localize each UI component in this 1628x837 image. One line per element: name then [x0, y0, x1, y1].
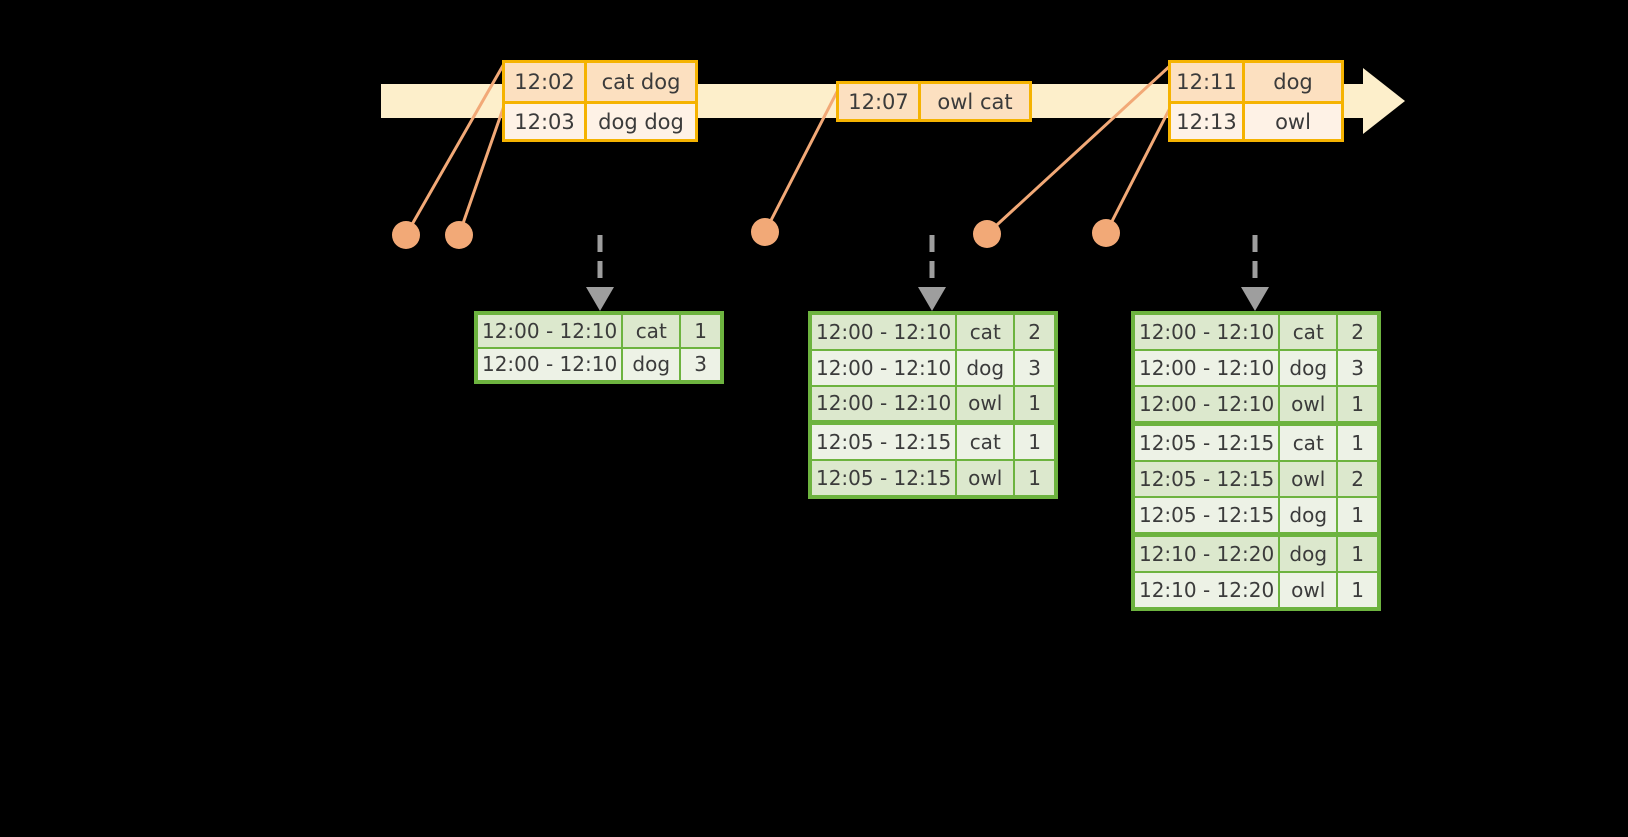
cell-window: 12:00 - 12:10	[812, 386, 956, 421]
cell-count: 2	[1338, 315, 1377, 349]
event-dot-5	[1092, 219, 1120, 247]
cell-count: 1	[1338, 573, 1377, 607]
cell-window: 12:00 - 12:10	[812, 315, 956, 349]
table-row[interactable]: 12:00 - 12:10 cat 2	[1135, 315, 1377, 349]
table-row[interactable]: 12:05 - 12:15 cat 1	[1135, 426, 1377, 460]
cell-window: 12:05 - 12:15	[812, 425, 956, 460]
event-row[interactable]: 12:07 owl cat	[839, 84, 1029, 119]
cell-count: 2	[1338, 462, 1377, 496]
cell-window: 12:05 - 12:15	[1135, 426, 1279, 460]
event-row[interactable]: 12:02 cat dog	[505, 63, 695, 101]
table-row[interactable]: 12:10 - 12:20 dog 1	[1135, 537, 1377, 571]
cell-key: owl	[1280, 462, 1337, 496]
cell-key: cat	[623, 315, 680, 347]
cell-key: dog	[1280, 537, 1337, 571]
cell-window: 12:00 - 12:10	[812, 350, 956, 385]
cell-count: 1	[1338, 498, 1377, 532]
event-words: cat dog	[601, 70, 681, 94]
table-row[interactable]: 12:00 - 12:10 cat 1	[478, 315, 720, 347]
cell-count: 1	[1015, 425, 1054, 460]
cell-count: 3	[681, 348, 720, 380]
event-row[interactable]: 12:13 owl	[1171, 101, 1341, 139]
cell-count: 3	[1338, 351, 1377, 385]
cell-window: 12:05 - 12:15	[1135, 462, 1279, 496]
cell-count: 2	[1015, 315, 1054, 349]
event-time: 12:11	[1171, 63, 1245, 101]
event-dot-2	[445, 221, 473, 249]
table-row[interactable]: 12:10 - 12:20 owl 1	[1135, 573, 1377, 607]
cell-count: 1	[1015, 386, 1054, 421]
event-words: dog	[1273, 70, 1313, 94]
event-row[interactable]: 12:11 dog	[1171, 63, 1341, 101]
cell-window: 12:10 - 12:20	[1135, 573, 1279, 607]
cell-count: 1	[1338, 426, 1377, 460]
cell-window: 12:00 - 12:10	[1135, 351, 1279, 385]
event-time: 12:03	[505, 104, 587, 139]
result-table-2[interactable]: 12:00 - 12:10 cat 2 12:00 - 12:10 dog 3 …	[808, 311, 1058, 499]
cell-key: owl	[957, 386, 1014, 421]
table-row[interactable]: 12:00 - 12:10 cat 2	[812, 315, 1054, 349]
cell-window: 12:05 - 12:15	[1135, 498, 1279, 532]
emit-arrows	[586, 235, 1269, 311]
event-words: dog dog	[598, 109, 684, 134]
cell-key: cat	[1280, 315, 1337, 349]
cell-key: owl	[1280, 573, 1337, 607]
cell-count: 1	[1015, 461, 1054, 495]
cell-key: cat	[957, 315, 1014, 349]
table-row[interactable]: 12:05 - 12:15 cat 1	[812, 425, 1054, 460]
event-dot-3	[751, 218, 779, 246]
emit-arrow-1	[586, 235, 614, 311]
event-time: 12:07	[839, 84, 921, 119]
event-time: 12:02	[505, 63, 587, 101]
cell-key: dog	[1280, 498, 1337, 532]
cell-key: cat	[957, 425, 1014, 460]
cell-window: 12:00 - 12:10	[478, 348, 622, 380]
cell-key: cat	[1280, 426, 1337, 460]
cell-key: dog	[957, 350, 1014, 385]
table-row[interactable]: 12:00 - 12:10 dog 3	[478, 348, 720, 380]
cell-count: 1	[1338, 537, 1377, 571]
event-words: owl	[1275, 109, 1311, 134]
cell-count: 3	[1015, 350, 1054, 385]
table-row[interactable]: 12:00 - 12:10 dog 3	[1135, 351, 1377, 385]
cell-window: 12:00 - 12:10	[1135, 315, 1279, 349]
connector-line-1	[404, 61, 507, 236]
event-dot-1	[392, 221, 420, 249]
connector-line-5	[1104, 103, 1174, 234]
connector-line-3	[763, 85, 842, 233]
event-group-2[interactable]: 12:07 owl cat	[836, 81, 1032, 122]
cell-key: dog	[623, 348, 680, 380]
emit-arrow-3	[1241, 235, 1269, 311]
event-time: 12:13	[1171, 104, 1245, 139]
event-group-3[interactable]: 12:11 dog 12:13 owl	[1168, 60, 1344, 142]
table-row[interactable]: 12:00 - 12:10 owl 1	[1135, 387, 1377, 421]
table-row[interactable]: 12:05 - 12:15 dog 1	[1135, 498, 1377, 532]
cell-window: 12:10 - 12:20	[1135, 537, 1279, 571]
cell-key: owl	[1280, 387, 1337, 421]
cell-key: owl	[957, 461, 1014, 495]
cell-window: 12:00 - 12:10	[1135, 387, 1279, 421]
cell-key: dog	[1280, 351, 1337, 385]
cell-window: 12:00 - 12:10	[478, 315, 622, 347]
emit-arrow-2	[918, 235, 946, 311]
connector-line-2	[457, 102, 507, 236]
event-words: owl cat	[937, 89, 1013, 114]
event-row[interactable]: 12:03 dog dog	[505, 101, 695, 139]
cell-count: 1	[681, 315, 720, 347]
table-row[interactable]: 12:00 - 12:10 owl 1	[812, 386, 1054, 421]
result-table-1[interactable]: 12:00 - 12:10 cat 1 12:00 - 12:10 dog 3	[474, 311, 724, 384]
table-row[interactable]: 12:05 - 12:15 owl 1	[812, 461, 1054, 495]
result-table-3[interactable]: 12:00 - 12:10 cat 2 12:00 - 12:10 dog 3 …	[1131, 311, 1381, 611]
table-row[interactable]: 12:05 - 12:15 owl 2	[1135, 462, 1377, 496]
event-dots	[392, 218, 1120, 249]
cell-count: 1	[1338, 387, 1377, 421]
event-group-1[interactable]: 12:02 cat dog 12:03 dog dog	[502, 60, 698, 142]
cell-window: 12:05 - 12:15	[812, 461, 956, 495]
event-dot-4	[973, 220, 1001, 248]
table-row[interactable]: 12:00 - 12:10 dog 3	[812, 350, 1054, 385]
